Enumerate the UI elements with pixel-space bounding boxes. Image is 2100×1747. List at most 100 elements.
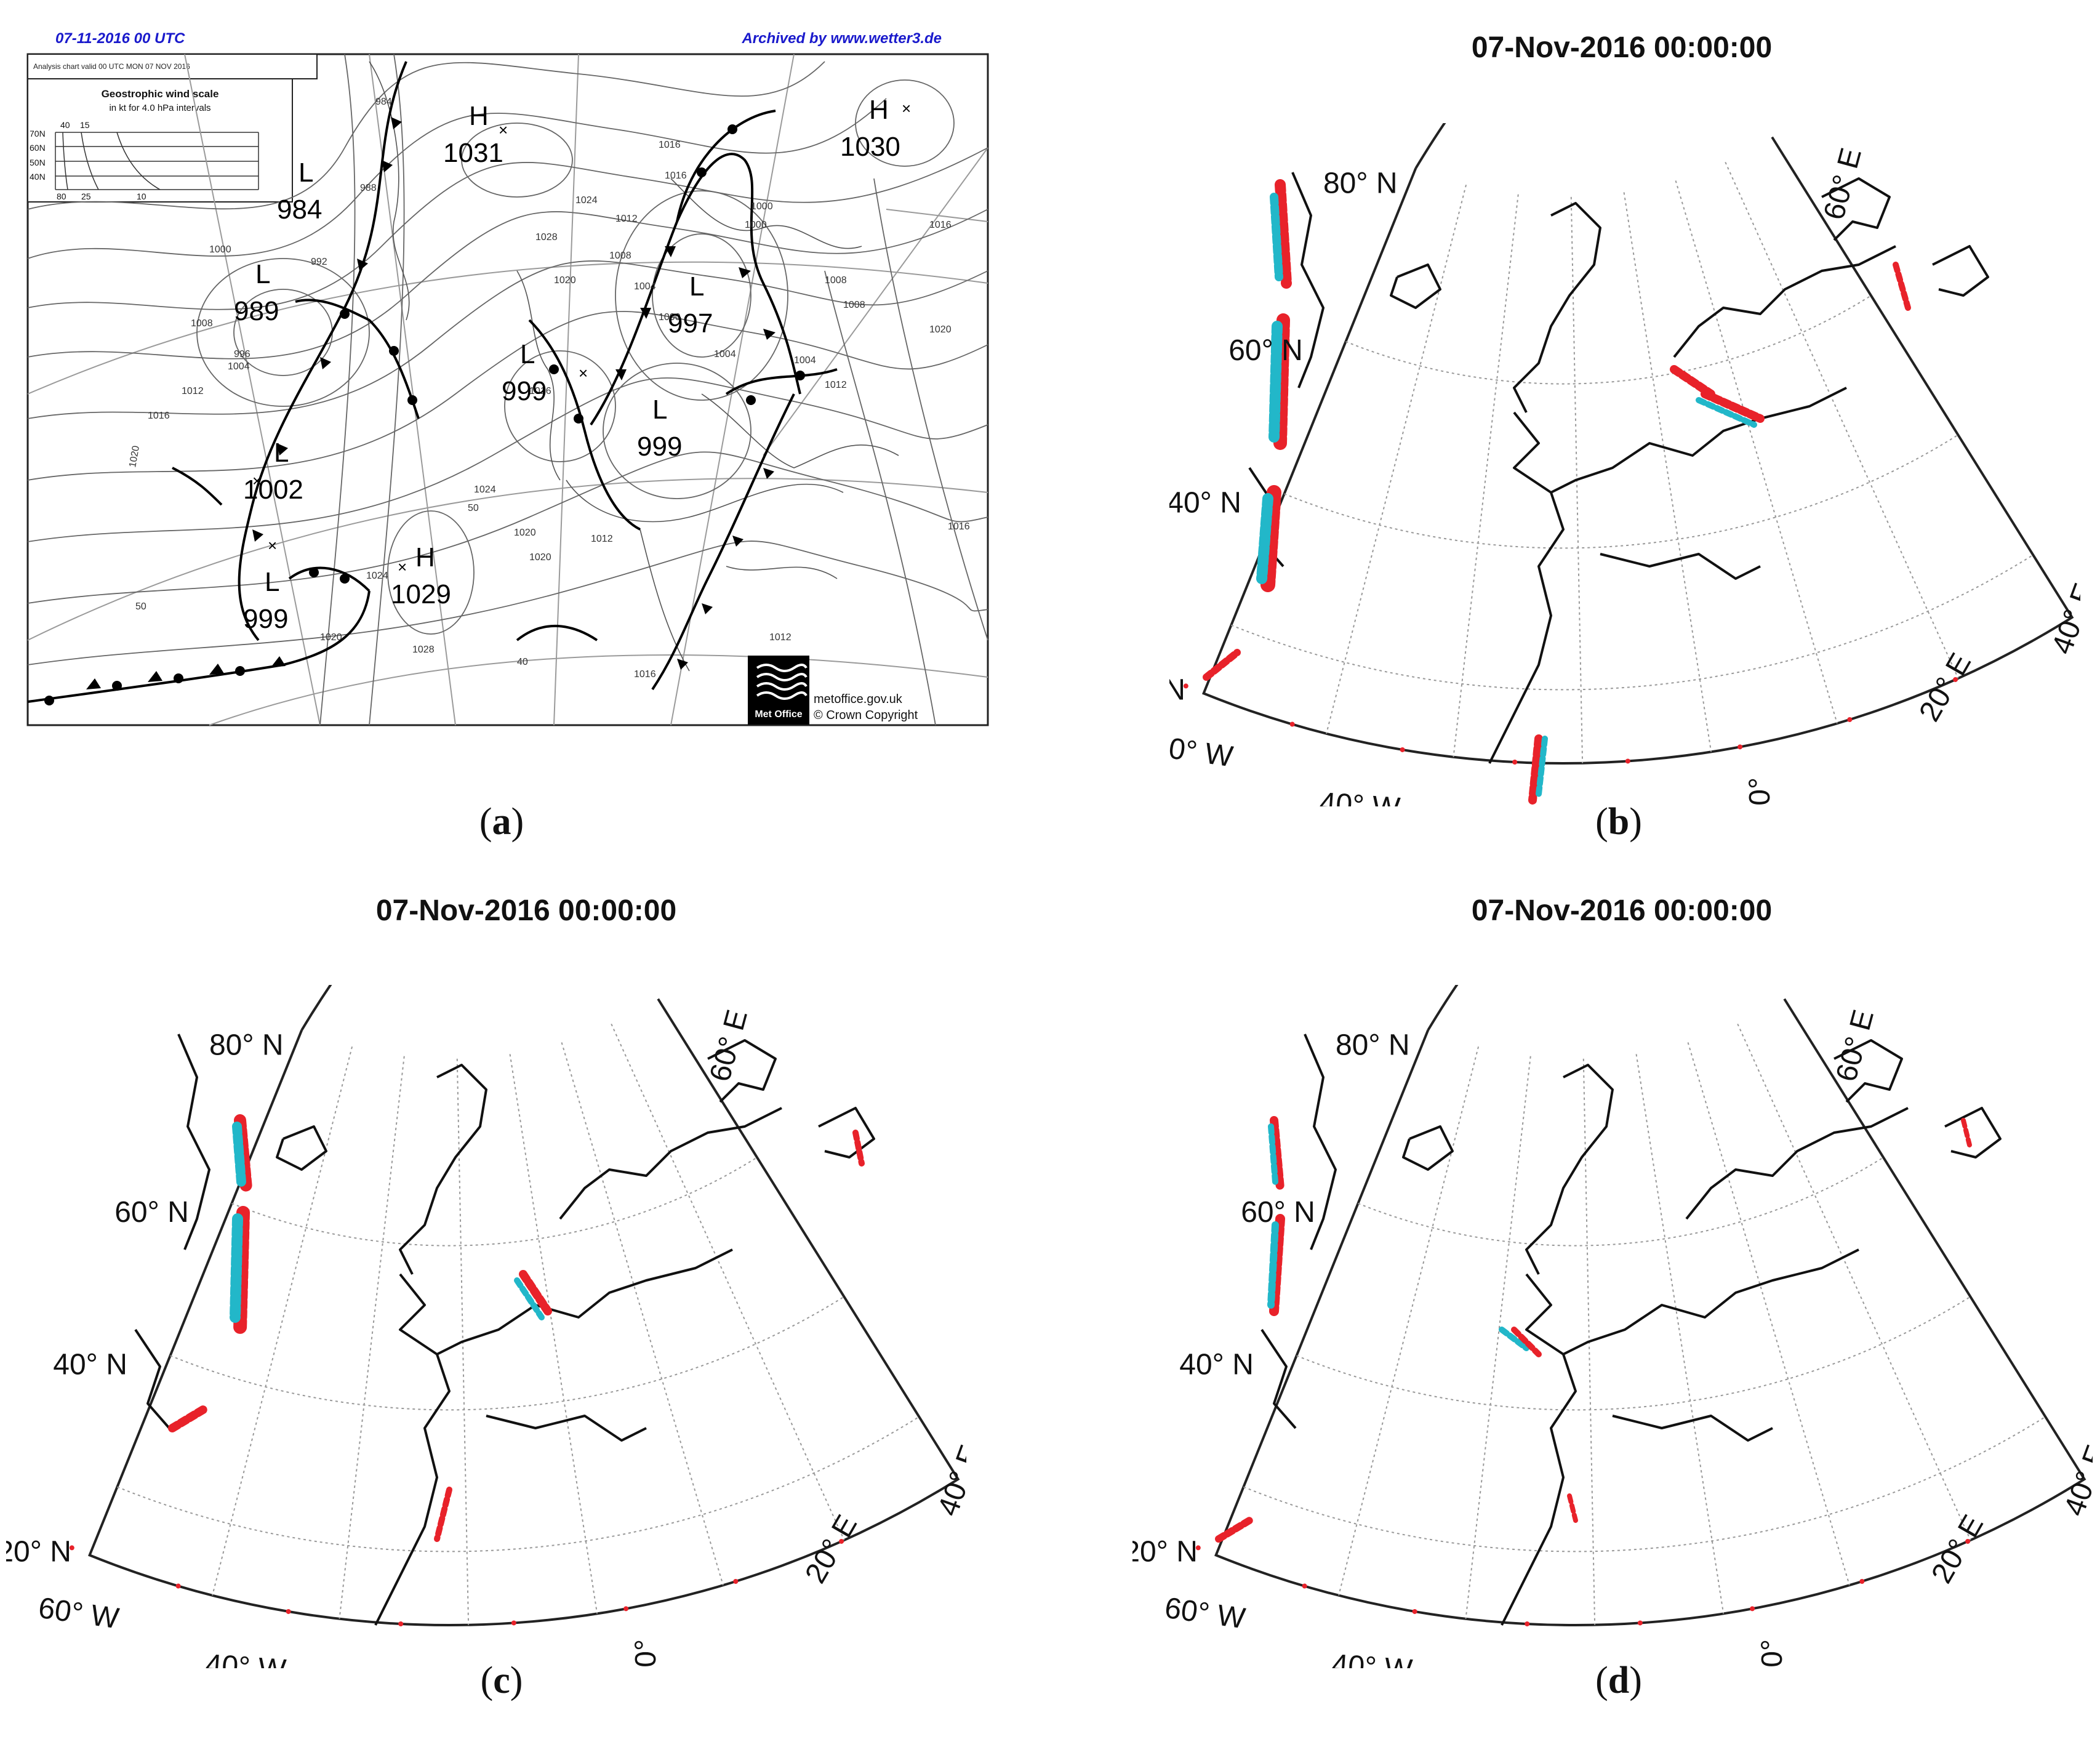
svg-text:L: L [274,438,289,468]
lon-gridline [1465,1056,1531,1619]
lon-gridline [1725,161,1959,679]
svg-text:1004: 1004 [714,349,736,359]
chart-header-right: Archived by www.wetter3.de [741,30,942,47]
svg-text:1020: 1020 [929,324,952,335]
svg-text:988: 988 [360,183,377,193]
svg-text:15: 15 [80,120,90,130]
pressure-centre: L 997 [668,271,713,339]
lon-gridline [339,1056,405,1619]
sector-map-body: 80° N60° N40° N20° N60° W40° W20° W0°20°… [1111,0,2100,842]
wind-scale-subtitle: in kt for 4.0 hPa intervals [109,103,210,113]
svg-text:1012: 1012 [825,380,847,390]
lon-gridline [1326,184,1467,734]
svg-text:L: L [299,158,313,188]
svg-text:1024: 1024 [575,195,598,206]
svg-text:984: 984 [277,195,322,225]
svg-text:×: × [579,364,588,382]
lon-gridline [1635,1054,1725,1614]
pressure-centre: L 1002 [243,438,303,505]
lat-label: 80° N [209,1029,284,1061]
svg-text:×: × [398,558,407,576]
svg-text:1016: 1016 [948,521,970,532]
lon-gridline [1453,194,1519,757]
front-symbols [44,117,805,705]
svg-text:1016: 1016 [634,669,656,680]
svg-text:1029: 1029 [391,579,451,609]
lon-label: 60° E [1817,145,1868,223]
svg-text:996: 996 [234,349,250,359]
svg-text:80: 80 [57,191,66,201]
svg-text:1000: 1000 [751,201,773,212]
svg-text:L: L [255,259,270,289]
lon-gridline [509,1054,598,1614]
svg-text:1020: 1020 [514,528,536,538]
lon-label: 40° W [1331,1649,1414,1668]
panel-b-map: 80° N60° N40° N20° N60° W40° W20° W0°20°… [1111,0,2100,842]
sector-map-body: 80° N60° N40° N20° N60° W40° W20° W0°20°… [0,786,987,1704]
panel-c-map: 80° N60° N40° N20° N60° W40° W20° W0°20°… [0,786,987,1704]
svg-text:1000: 1000 [745,220,767,230]
svg-text:1000: 1000 [209,244,231,255]
svg-text:H: H [415,542,435,572]
panel-d-map: 80° N60° N40° N20° N60° W40° W20° W0°20°… [1123,786,2100,1704]
sector-map-body: 80° N60° N40° N20° N60° W40° W20° W0°20°… [1123,786,2100,1704]
svg-text:1002: 1002 [243,475,303,505]
lat-label: 40° N [1169,486,1241,519]
svg-text:×: × [268,536,277,555]
centre-markers: ×× ×× ×× [252,99,911,576]
svg-text:10: 10 [137,191,146,201]
valid-box [27,54,318,79]
lat-label: 20° N [6,1535,71,1568]
lon-gridline [1338,1046,1480,1596]
lon-label: 60° E [703,1006,754,1085]
svg-text:×: × [902,99,911,118]
coastlines [1248,172,1989,764]
lon-gridline [561,1042,724,1586]
svg-text:40: 40 [60,120,70,130]
lon-label: 60° E [1830,1006,1880,1085]
lat-gridline [1284,434,1958,549]
svg-text:999: 999 [243,604,288,634]
svg-text:50: 50 [468,503,479,513]
lat-label: 80° N [1323,167,1398,199]
lat-label: 60° N [1228,334,1303,367]
lat-gridline [231,1157,758,1247]
lat-label: 40° N [1179,1348,1254,1381]
svg-text:L: L [520,339,535,369]
svg-text:1004: 1004 [228,361,250,372]
lon-label: 60° W [1163,1592,1248,1636]
logo-name: Met Office [755,709,802,720]
svg-text:1020: 1020 [127,445,142,468]
lon-gridline [611,1023,845,1541]
weather-fronts [27,61,838,703]
lat-gridline [1296,1296,1971,1411]
detections [1183,179,1958,805]
lon-label: 0° [1756,1639,1789,1668]
lon-label: 60° W [1169,730,1235,774]
pressure-centre: H 1031 [443,101,503,168]
panel-b-title: 07-Nov-2016 00:00:00 [1471,31,1773,64]
coastlines [134,1034,875,1626]
lat-gridline [1358,1157,1884,1247]
lon-label: 40° W [1318,787,1401,806]
sector-map-c: 80° N60° N40° N20° N60° W40° W20° W0°20°… [0,786,987,1704]
lat-label: 80° N [1336,1029,1410,1061]
caption-d: (d) [1595,1660,1642,1701]
isobars [27,54,988,726]
chart-header-left: 07-11-2016 00 UTC [55,30,185,47]
svg-text:1016: 1016 [148,411,170,421]
lat-gridline [1231,554,2034,691]
svg-text:1008: 1008 [191,318,213,329]
chart-coastlines [369,61,899,672]
svg-text:1004: 1004 [794,355,816,366]
svg-text:1004: 1004 [634,281,656,292]
sector-map-d: 80° N60° N40° N20° N60° W40° W20° W0°20°… [1123,786,2100,1704]
pressure-centre: L 999 [637,395,682,462]
svg-text:40: 40 [517,657,528,667]
lon-gridline [1675,180,1838,724]
lon-label: 0° [630,1639,662,1668]
coastlines [1260,1034,2002,1626]
lon-gridline [1737,1023,1971,1541]
svg-text:1020: 1020 [529,552,551,563]
svg-text:1031: 1031 [443,138,503,168]
